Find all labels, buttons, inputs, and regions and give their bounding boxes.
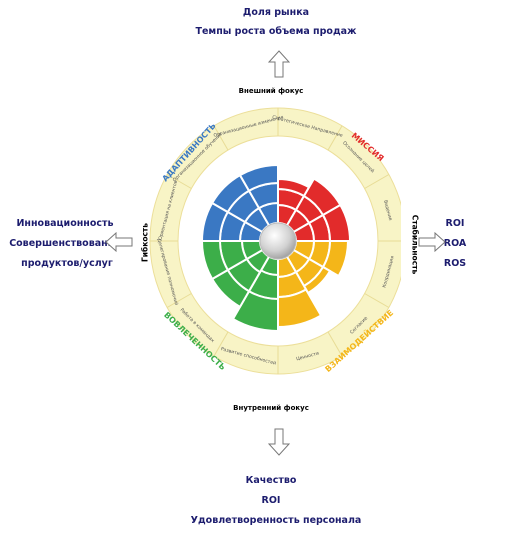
ring-label: Ценности: [296, 350, 320, 362]
left-arrow-icon: [105, 232, 133, 252]
right-line-2: ROA: [443, 238, 467, 249]
top-line-2: Темпы роста объема продаж: [195, 26, 357, 37]
right-line-3: ROS: [443, 258, 467, 269]
ring-divider: [327, 125, 343, 151]
left-line-1: Инновационность: [16, 218, 114, 229]
center-hub: [259, 222, 297, 260]
internal-focus-label: Внутренний фокус: [233, 404, 309, 412]
external-focus-label: Внешний фокус: [238, 87, 304, 95]
ring-divider: [213, 331, 229, 357]
left-line-3: продуктов/услуг: [21, 258, 113, 269]
up-arrow-icon: [268, 50, 290, 78]
ring-divider: [364, 174, 390, 189]
ring-divider: [166, 293, 192, 308]
ring-divider: [327, 331, 343, 357]
right-line-1: ROI: [445, 218, 465, 229]
bottom-line-2: ROI: [261, 495, 281, 506]
ring-divider: [364, 293, 390, 308]
right-arrow-icon: [418, 232, 446, 252]
ring-divider: [166, 174, 192, 189]
quadrant-segment: [238, 163, 279, 193]
ring-label: Видение: [382, 199, 393, 221]
ring-divider: [213, 125, 229, 151]
down-arrow-icon: [268, 428, 290, 456]
quadrant-segment: [200, 240, 230, 281]
bottom-line-1: Качество: [245, 475, 297, 486]
top-line-1: Доля рынка: [242, 7, 310, 18]
quadrant-wheel: [200, 163, 352, 333]
left-line-2: Совершенствование: [9, 238, 121, 249]
bottom-line-3: Удовлетворенность персонала: [190, 515, 362, 526]
